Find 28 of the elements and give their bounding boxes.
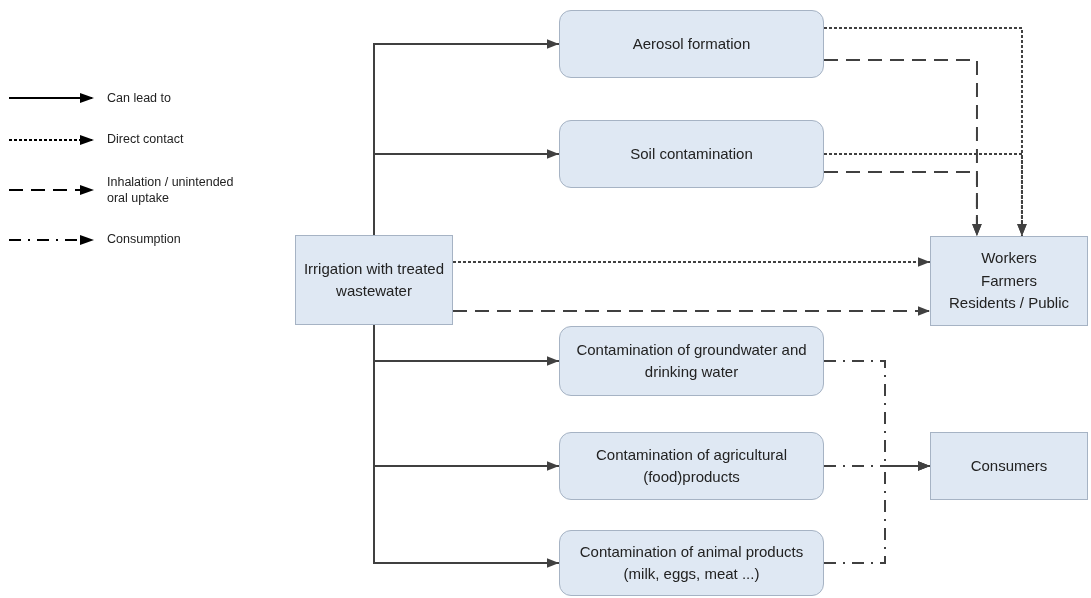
process-box — [559, 530, 824, 596]
arrow — [823, 153, 1027, 237]
legend-label: Consumption — [107, 231, 182, 248]
arrow — [452, 257, 931, 267]
legend-label: Can lead to — [107, 90, 172, 107]
box-label: Residents / Public — [948, 293, 1070, 314]
process-box — [295, 235, 453, 325]
arrow — [373, 149, 560, 236]
box-label: Workers — [981, 248, 1037, 269]
legend-label: Direct contact — [107, 131, 185, 148]
process-box — [559, 10, 824, 78]
box-label: Contamination of groundwater and drinking water — [575, 339, 808, 382]
arrow — [452, 306, 931, 316]
box-label: Irrigation with treated wastewater — [302, 258, 446, 301]
box-label: Farmers — [981, 270, 1037, 291]
process-box — [559, 326, 824, 396]
process-box — [930, 236, 1088, 326]
process-box — [559, 120, 824, 188]
legend-label: Inhalation / unintended oral uptake — [107, 174, 235, 207]
box-label: Contamination of animal products (milk, eggs, meat ...) — [578, 541, 805, 584]
box-label: Contamination of agricultural (food)products — [595, 444, 788, 487]
process-box — [559, 432, 824, 500]
box-label: Soil contamination — [630, 143, 753, 164]
arrow — [823, 171, 982, 237]
arrow — [823, 461, 931, 564]
box-label: Consumers — [970, 455, 1048, 476]
process-box — [930, 432, 1088, 500]
box-label: Aerosol formation — [632, 33, 751, 54]
